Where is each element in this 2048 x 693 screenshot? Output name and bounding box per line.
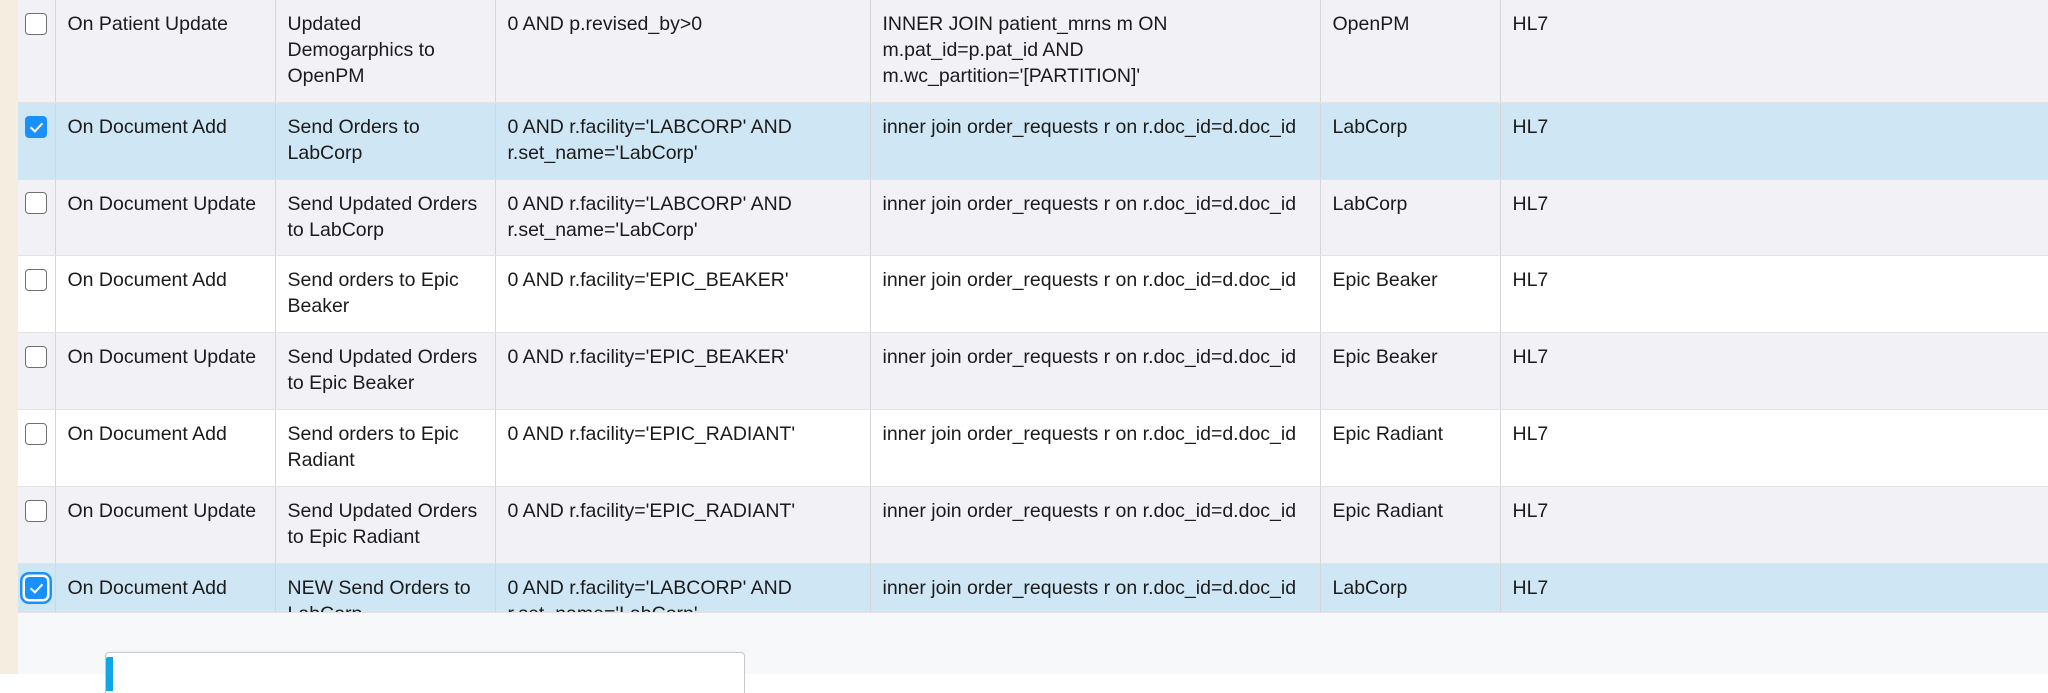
cell-name[interactable]: Send orders to Epic Radiant [275, 409, 496, 487]
cell-dest[interactable]: LabCorp [1320, 102, 1501, 180]
cell-event[interactable]: On Patient Update [55, 0, 276, 103]
cell-dest[interactable]: OpenPM [1320, 0, 1501, 103]
cell-format[interactable]: HL7 [1500, 102, 2048, 180]
cell-dest[interactable]: Epic Beaker [1320, 255, 1501, 334]
cell-dest[interactable]: Epic Radiant [1320, 486, 1501, 564]
row-select-cell[interactable] [18, 102, 56, 180]
checkbox-unchecked-icon[interactable] [25, 12, 48, 35]
cell-condition[interactable]: 0 AND r.facility='EPIC_RADIANT' [495, 409, 871, 487]
cell-condition[interactable]: 0 AND r.facility='EPIC_RADIANT' [495, 486, 871, 564]
cell-event[interactable]: On Document Update [55, 179, 276, 257]
cell-condition[interactable]: 0 AND r.facility='EPIC_BEAKER' [495, 332, 871, 411]
cell-event[interactable]: On Document Add [55, 409, 276, 487]
cell-format[interactable]: HL7 [1500, 409, 2048, 487]
checkbox-unchecked-icon[interactable] [25, 192, 48, 215]
cell-format[interactable]: HL7 [1500, 0, 2048, 103]
cell-dest[interactable]: Epic Beaker [1320, 332, 1501, 411]
cell-condition[interactable]: 0 AND r.facility='LABCORP' AND r.set_nam… [495, 102, 871, 180]
detail-panel[interactable] [105, 652, 745, 693]
cell-name[interactable]: Send Updated Orders to Epic Radiant [275, 486, 496, 564]
checkbox-unchecked-icon[interactable] [25, 422, 48, 445]
cell-name[interactable]: Send Updated Orders to LabCorp [275, 179, 496, 257]
cell-join[interactable]: inner join order_requests r on r.doc_id=… [870, 102, 1321, 180]
cell-condition[interactable]: 0 AND r.facility='LABCORP' AND r.set_nam… [495, 179, 871, 257]
cell-event[interactable]: On Document Add [55, 102, 276, 180]
checkbox-unchecked-icon[interactable] [25, 499, 48, 522]
checkbox-unchecked-icon[interactable] [25, 346, 48, 369]
cell-name[interactable]: Send Orders to LabCorp [275, 102, 496, 180]
cell-name[interactable]: Send orders to Epic Beaker [275, 255, 496, 334]
panel-divider [18, 612, 2048, 613]
cell-event[interactable]: On Document Add [55, 255, 276, 334]
cell-join[interactable]: INNER JOIN patient_mrns m ON m.pat_id=p.… [870, 0, 1321, 103]
cell-format[interactable]: HL7 [1500, 332, 2048, 411]
cell-event[interactable]: On Document Update [55, 486, 276, 564]
row-select-cell[interactable] [18, 332, 56, 411]
checkbox-checked-icon[interactable] [25, 576, 48, 599]
row-select-cell[interactable] [18, 255, 56, 334]
checkbox-unchecked-icon[interactable] [25, 269, 48, 292]
cell-condition[interactable]: 0 AND p.revised_by>0 [495, 0, 871, 103]
row-select-cell[interactable] [18, 486, 56, 564]
cell-join[interactable]: inner join order_requests r on r.doc_id=… [870, 486, 1321, 564]
detail-panel-accent-bar [106, 657, 113, 691]
cell-join[interactable]: inner join order_requests r on r.doc_id=… [870, 255, 1321, 334]
cell-name[interactable]: Updated Demogarphics to OpenPM [275, 0, 496, 103]
cell-format[interactable]: HL7 [1500, 486, 2048, 564]
cell-join[interactable]: inner join order_requests r on r.doc_id=… [870, 409, 1321, 487]
cell-join[interactable]: inner join order_requests r on r.doc_id=… [870, 332, 1321, 411]
cell-name[interactable]: Send Updated Orders to Epic Beaker [275, 332, 496, 411]
page-left-gutter [0, 0, 18, 674]
cell-event[interactable]: On Document Update [55, 332, 276, 411]
row-select-cell[interactable] [18, 0, 56, 103]
cell-dest[interactable]: Epic Radiant [1320, 409, 1501, 487]
cell-format[interactable]: HL7 [1500, 179, 2048, 257]
cell-join[interactable]: inner join order_requests r on r.doc_id=… [870, 179, 1321, 257]
row-select-cell[interactable] [18, 409, 56, 487]
row-select-cell[interactable] [18, 179, 56, 257]
checkbox-checked-icon[interactable] [25, 115, 48, 138]
cell-dest[interactable]: LabCorp [1320, 179, 1501, 257]
cell-condition[interactable]: 0 AND r.facility='EPIC_BEAKER' [495, 255, 871, 334]
cell-format[interactable]: HL7 [1500, 255, 2048, 334]
